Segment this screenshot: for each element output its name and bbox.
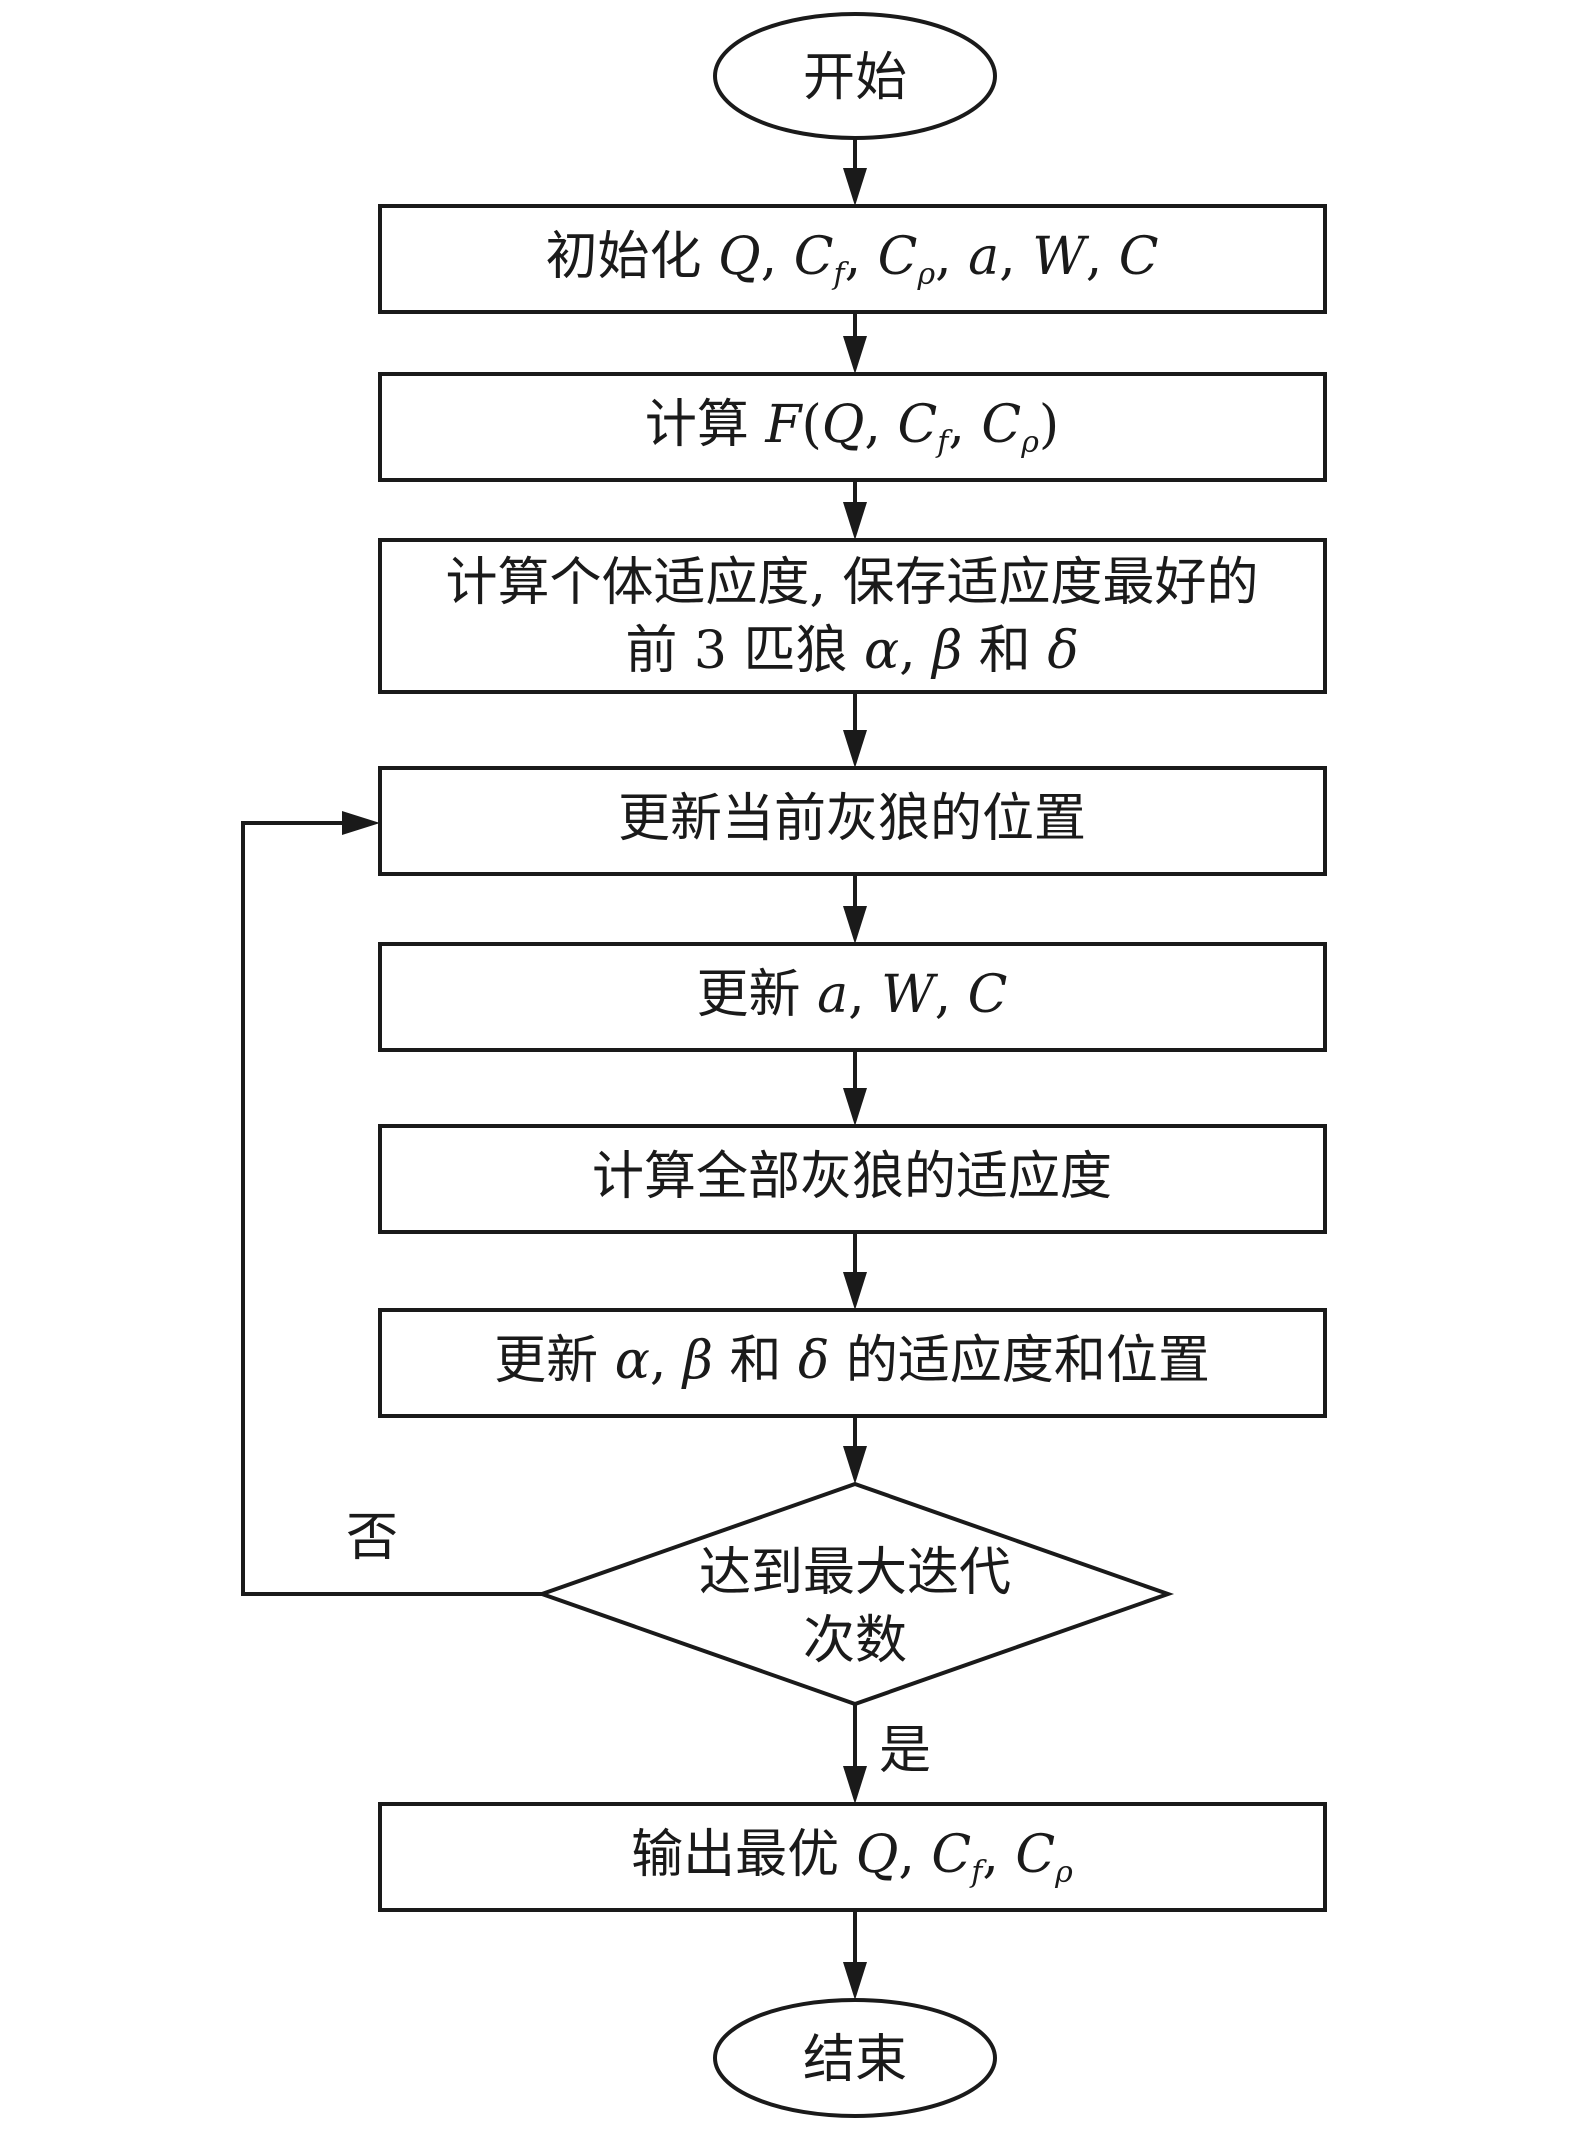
fitness-box: [378, 538, 1327, 694]
init-box: [378, 204, 1327, 314]
edge-leaders-decision: [843, 1416, 867, 1484]
edge-yes-output: [843, 1704, 867, 1804]
update-leaders-box: [378, 1308, 1327, 1418]
edge-compute-fitness: [843, 480, 867, 540]
edge-init-compute: [843, 312, 867, 374]
edge-update-pos-params: [843, 874, 867, 944]
decision-line1: 达到最大迭代: [699, 1543, 1011, 1603]
edge-no-loop: [241, 811, 542, 1596]
compute-f-label: 计算 F(Q, Cf, Cρ): [645, 395, 1059, 460]
decision-line2: 次数: [803, 1611, 907, 1671]
init-label: 初始化 Q, Cf, Cρ, a, W, C: [545, 227, 1158, 292]
update-params-box: [378, 942, 1327, 1052]
fitness-line1: 计算个体适应度, 保存适应度最好的: [445, 553, 1258, 613]
update-leaders-label: 更新 α, β 和 δ 的适应度和位置: [494, 1331, 1210, 1391]
update-params-label: 更新 a, W, C: [697, 965, 1008, 1025]
edge-fitness-update-pos: [843, 692, 867, 768]
compute-all-box: [378, 1124, 1327, 1234]
edge-compute-all-leaders: [843, 1232, 867, 1310]
edge-start-init: [843, 138, 867, 206]
fitness-line2: 前 3 匹狼 α, β 和 δ: [625, 621, 1078, 681]
edge-output-end: [843, 1910, 867, 2000]
yes-label: 是: [879, 1721, 931, 1781]
end-label: 结束: [803, 2030, 907, 2090]
no-label: 否: [346, 1508, 398, 1568]
output-label: 输出最优 Q, Cf, Cρ: [631, 1825, 1073, 1890]
compute-all-label: 计算全部灰狼的适应度: [592, 1147, 1112, 1207]
edge-params-compute-all: [843, 1050, 867, 1126]
output-box: [378, 1802, 1327, 1912]
end-terminal: [713, 1998, 997, 2118]
update-position-box: [378, 766, 1327, 876]
start-label: 开始: [803, 48, 907, 108]
update-position-label: 更新当前灰狼的位置: [618, 789, 1086, 849]
compute-f-box: [378, 372, 1327, 482]
